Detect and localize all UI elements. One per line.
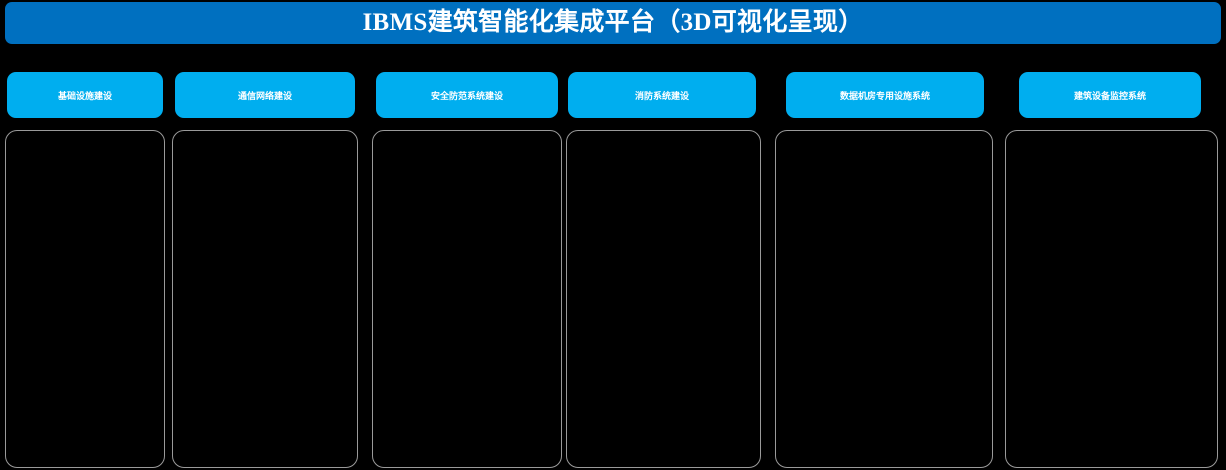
- tab-data-center-facility[interactable]: 数据机房专用设施系统: [786, 72, 984, 118]
- panel-communication-network[interactable]: [172, 130, 358, 468]
- tab-building-equipment-monitoring[interactable]: 建筑设备监控系统: [1019, 72, 1201, 118]
- page-title: IBMS建筑智能化集成平台（3D可视化呈现）: [362, 9, 864, 36]
- panel-fire-system[interactable]: [566, 130, 761, 468]
- panel-building-equipment-monitoring[interactable]: [1005, 130, 1218, 468]
- tab-communication-network[interactable]: 通信网络建设: [175, 72, 355, 118]
- tab-infrastructure[interactable]: 基础设施建设: [7, 72, 163, 118]
- tab-security-system[interactable]: 安全防范系统建设: [376, 72, 558, 118]
- panel-data-center-facility[interactable]: [775, 130, 993, 468]
- header-bar: IBMS建筑智能化集成平台（3D可视化呈现）: [5, 2, 1221, 44]
- panel-security-system[interactable]: [372, 130, 562, 468]
- tab-fire-system[interactable]: 消防系统建设: [568, 72, 756, 118]
- panel-infrastructure[interactable]: [5, 130, 165, 468]
